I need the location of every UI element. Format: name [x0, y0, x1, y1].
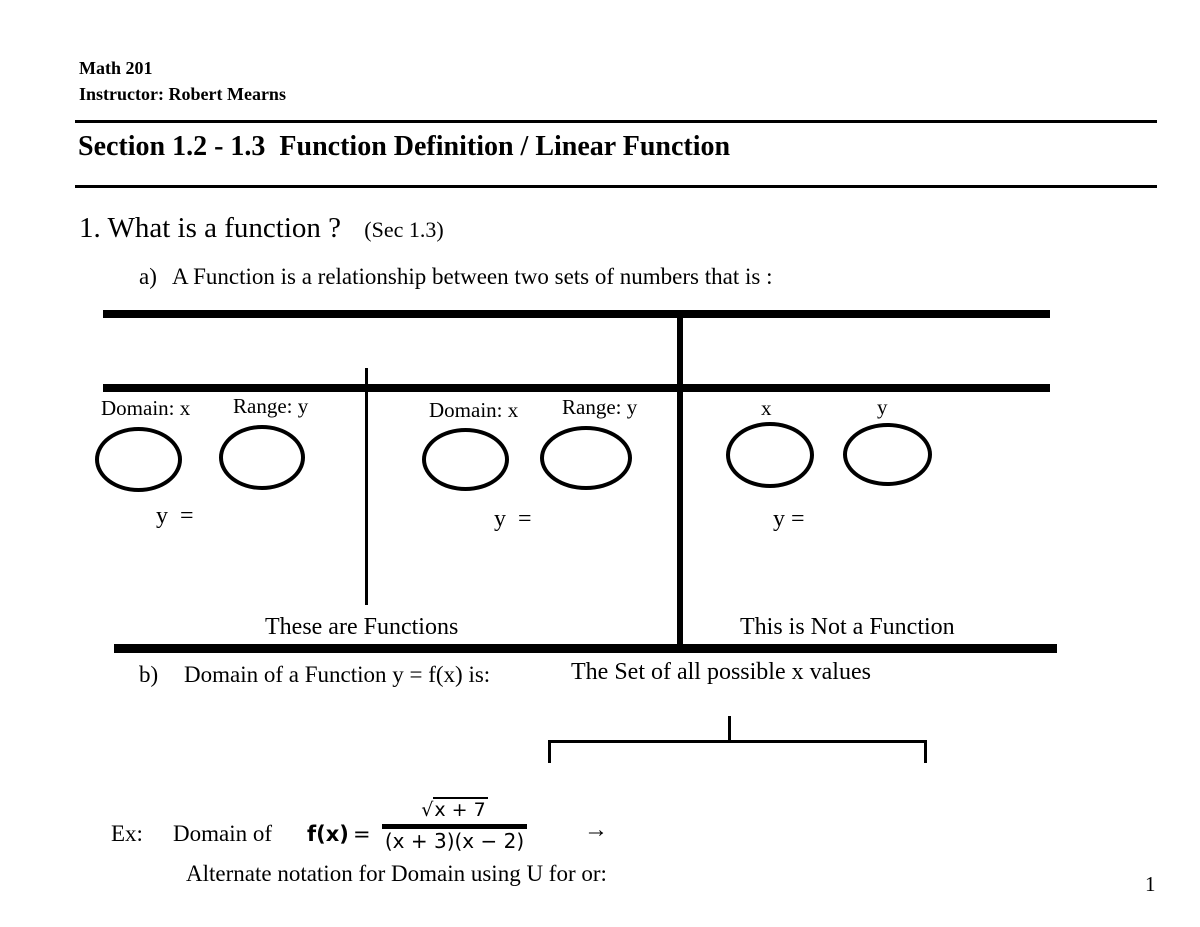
item-b-text: Domain of a Function y = f(x) is:: [184, 662, 491, 687]
panel2-domain-oval: [422, 428, 509, 491]
caption-these-are-functions: These are Functions: [265, 614, 459, 640]
fx-notation: f(x): [307, 822, 349, 846]
page-number: 1: [1145, 872, 1156, 896]
panel2-range-oval: [540, 426, 632, 490]
panel2-domain-label: Domain: x: [429, 398, 519, 422]
question-number: 1.: [79, 212, 101, 244]
panel3-equation: y =: [773, 506, 805, 532]
header-rule-top: [75, 120, 1157, 123]
panel1-range-label: Range: y: [233, 394, 309, 418]
bracket-center-tick: [728, 716, 731, 741]
question-1: 1. What is a function ? (Sec 1.3): [79, 212, 444, 245]
example-label: Ex:: [111, 821, 143, 846]
diagram-line-middle: [103, 384, 1050, 392]
question-text: What is a function ?: [107, 212, 342, 244]
sqrt-icon: √: [421, 799, 434, 821]
example-equals: =: [353, 822, 371, 846]
fraction-bar: [382, 824, 527, 829]
panel3-x-oval: [726, 422, 814, 488]
panel3-x-label: x: [761, 396, 772, 420]
caption-not-a-function: This is Not a Function: [740, 614, 955, 640]
example-fraction: √x + 7 (x + 3)(x − 2): [382, 797, 527, 853]
arrow-icon: →: [584, 817, 608, 843]
panel3-y-oval: [843, 423, 932, 486]
diagram-divider-thin: [365, 368, 368, 605]
diagram-line-top: [103, 310, 1050, 318]
panel2-range-label: Range: y: [562, 395, 638, 419]
panel2-equation: y =: [494, 506, 532, 532]
section-reference: (Sec 1.3): [364, 217, 444, 242]
example-text: Domain of: [173, 821, 273, 846]
alternate-notation-text: Alternate notation for Domain using U fo…: [186, 861, 607, 886]
example-fx: f(x): [307, 822, 349, 846]
item-a-text: A Function is a relationship between two…: [172, 264, 773, 289]
bracket-left-leg: [548, 740, 551, 763]
course-title: Math 201: [79, 58, 153, 78]
instructor-line: Instructor: Robert Mearns: [79, 84, 286, 104]
panel3-y-label: y: [877, 395, 888, 419]
header-rule-bottom: [75, 185, 1157, 188]
diagram-line-bottom: [114, 644, 1057, 653]
bracket-right-leg: [924, 740, 927, 763]
radicand: x + 7: [433, 797, 488, 821]
panel1-range-oval: [219, 425, 305, 490]
panel1-equation: y =: [156, 503, 194, 529]
fraction-numerator: √x + 7: [421, 797, 488, 822]
section-heading: Section 1.2 - 1.3 Function Definition / …: [78, 131, 731, 162]
bracket-bar: [548, 740, 927, 743]
item-a-label: a): [139, 264, 157, 289]
diagram-divider-thick: [677, 310, 683, 653]
fraction-denominator: (x + 3)(x − 2): [384, 829, 525, 853]
panel1-domain-label: Domain: x: [101, 396, 191, 420]
item-b-answer: The Set of all possible x values: [571, 659, 871, 685]
panel1-domain-oval: [95, 427, 182, 492]
item-b-label: b): [139, 662, 159, 687]
